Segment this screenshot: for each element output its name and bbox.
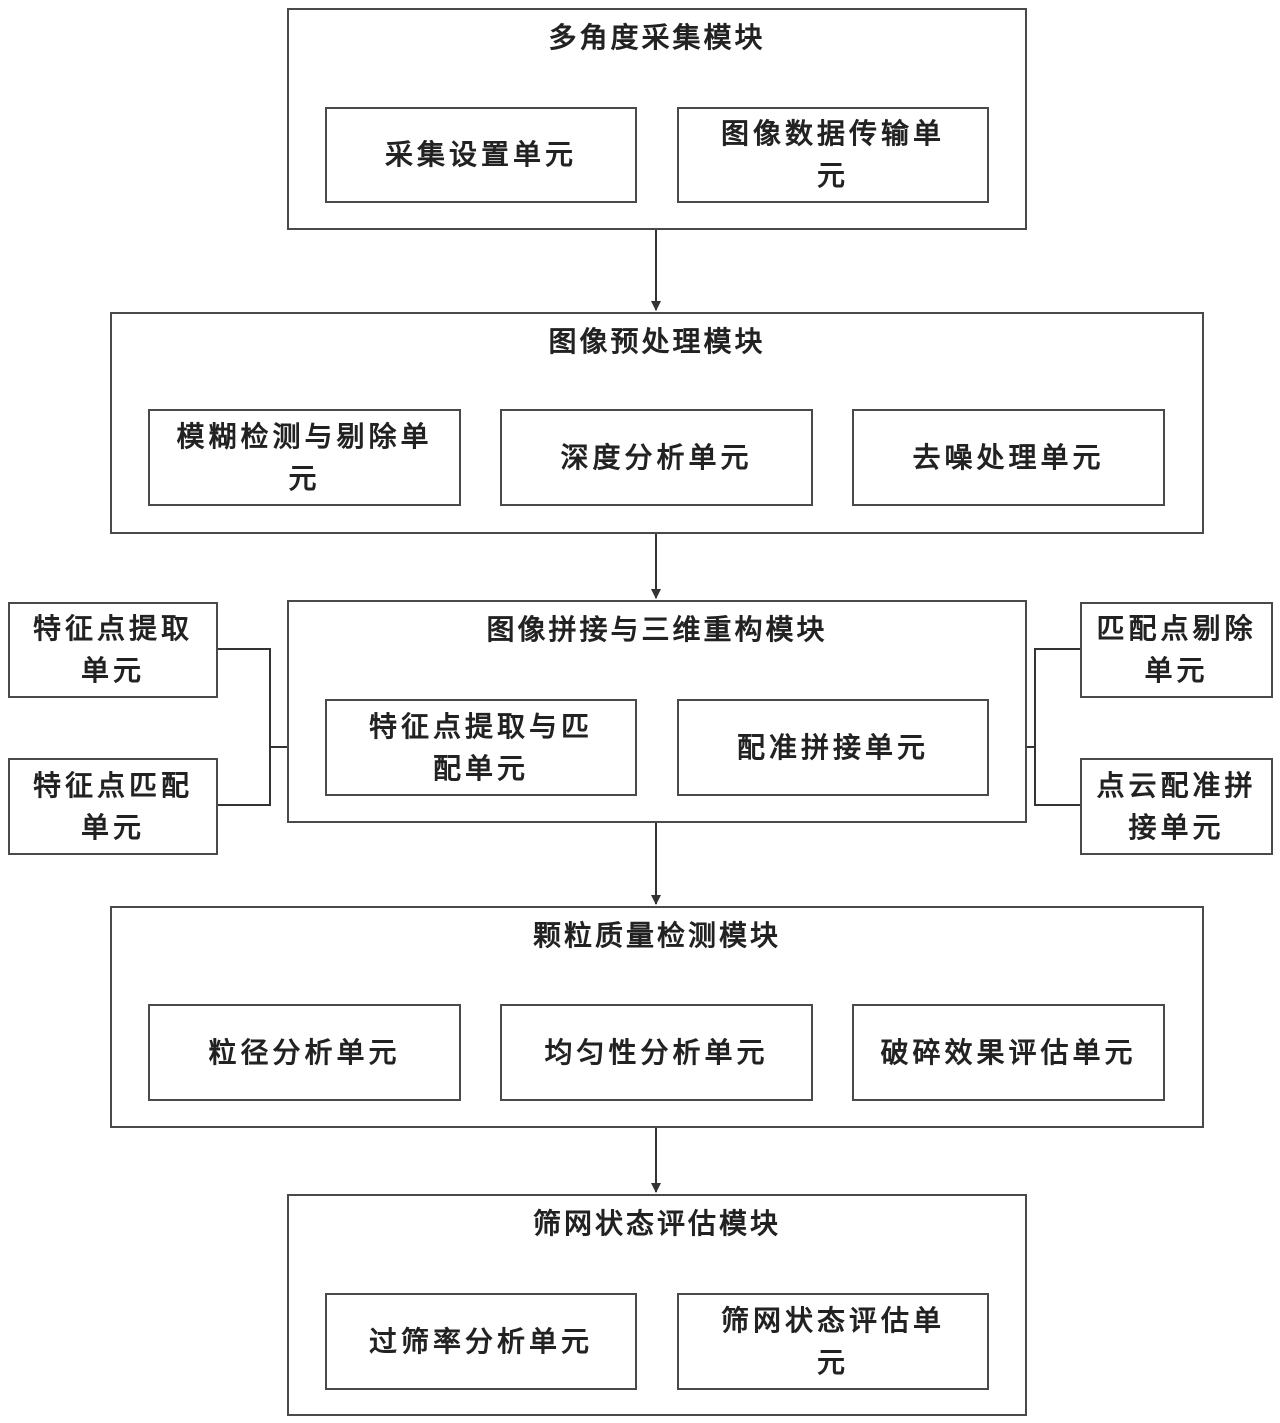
connector-left-bottom xyxy=(217,747,271,806)
connector-right-bottom xyxy=(1034,747,1081,806)
connector-left-top xyxy=(217,648,271,747)
unit-feature-extraction-matching: 特征点提取与匹配单元 xyxy=(325,699,637,796)
side-unit-feature-extraction: 特征点提取单元 xyxy=(8,602,218,698)
module-title: 图像拼接与三维重构模块 xyxy=(486,613,828,646)
unit-denoise-processing: 去噪处理单元 xyxy=(852,409,1165,506)
unit-blur-detection-removal: 模糊检测与剔除单元 xyxy=(148,409,461,506)
module-stitching-3d-reconstruction: 图像拼接与三维重构模块 xyxy=(287,600,1027,823)
unit-particle-size-analysis: 粒径分析单元 xyxy=(148,1004,461,1101)
side-unit-point-cloud-registration: 点云配准拼接单元 xyxy=(1080,758,1273,855)
module-multi-angle-capture: 多角度采集模块 xyxy=(287,8,1027,230)
unit-image-data-transfer: 图像数据传输单元 xyxy=(677,107,989,203)
module-title: 图像预处理模块 xyxy=(548,325,766,358)
unit-uniformity-analysis: 均匀性分析单元 xyxy=(500,1004,813,1101)
module-title: 多角度采集模块 xyxy=(548,21,766,54)
unit-depth-analysis: 深度分析单元 xyxy=(500,409,813,506)
module-image-preprocessing: 图像预处理模块 xyxy=(110,312,1204,534)
unit-capture-settings: 采集设置单元 xyxy=(325,107,637,203)
side-unit-feature-matching: 特征点匹配单元 xyxy=(8,758,218,855)
module-title: 筛网状态评估模块 xyxy=(532,1207,781,1240)
connector-right-top xyxy=(1034,648,1081,747)
module-particle-quality-detection: 颗粒质量检测模块 xyxy=(110,906,1204,1128)
unit-screening-rate-analysis: 过筛率分析单元 xyxy=(325,1293,637,1390)
side-unit-match-point-removal: 匹配点剔除单元 xyxy=(1080,602,1273,698)
module-screen-state-evaluation: 筛网状态评估模块 xyxy=(287,1194,1027,1416)
module-title: 颗粒质量检测模块 xyxy=(532,919,781,952)
unit-registration-stitching: 配准拼接单元 xyxy=(677,699,989,796)
unit-screen-state-evaluation: 筛网状态评估单元 xyxy=(677,1293,989,1390)
unit-crushing-effect-evaluation: 破碎效果评估单元 xyxy=(852,1004,1165,1101)
